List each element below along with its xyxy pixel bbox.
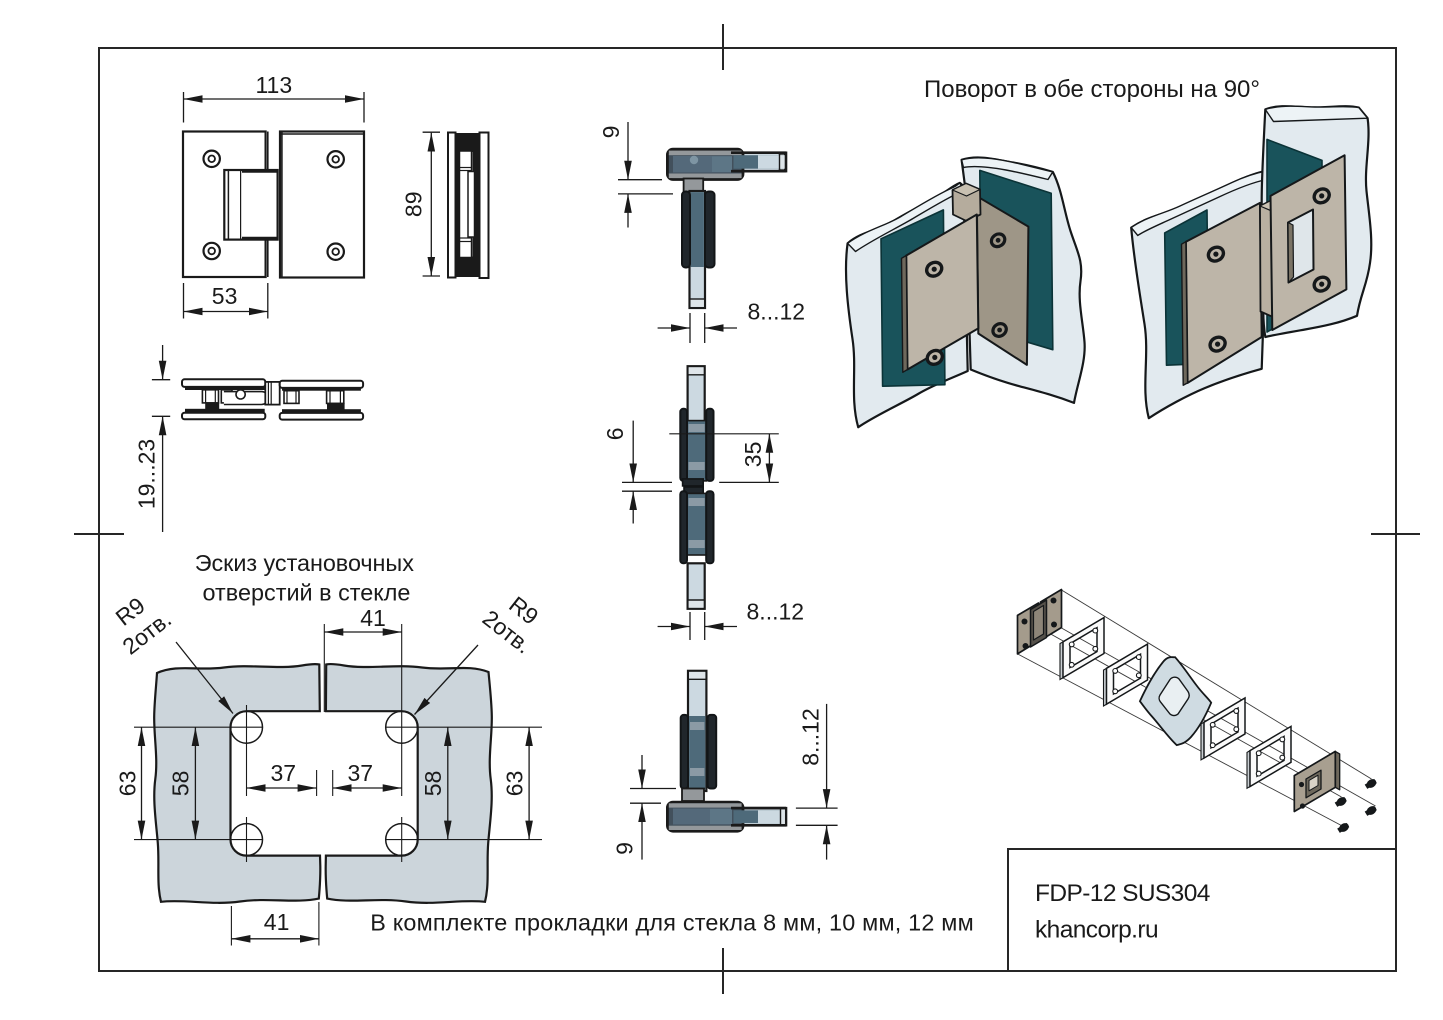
svg-text:8...12: 8...12 [798,708,824,766]
svg-text:8...12: 8...12 [748,299,806,325]
svg-text:В комплекте прокладки для стек: В комплекте прокладки для стекла 8 мм, 1… [370,910,974,936]
svg-text:113: 113 [255,72,292,98]
svg-text:53: 53 [212,283,238,309]
svg-text:6: 6 [602,427,628,440]
svg-text:Поворот в обе стороны на 90°: Поворот в обе стороны на 90° [924,76,1260,103]
svg-text:37: 37 [271,760,297,786]
svg-text:41: 41 [264,909,290,935]
svg-text:FDP-12 SUS304: FDP-12 SUS304 [1035,880,1210,907]
svg-text:9: 9 [598,126,624,139]
svg-text:41: 41 [360,605,386,631]
svg-text:63: 63 [115,771,141,797]
svg-text:8...12: 8...12 [747,599,805,625]
svg-text:отверстий в стекле: отверстий в стекле [203,580,411,606]
svg-text:37: 37 [348,760,374,786]
svg-text:89: 89 [401,192,427,218]
svg-text:58: 58 [168,771,194,797]
svg-text:63: 63 [502,771,528,797]
svg-text:35: 35 [740,442,766,468]
svg-text:58: 58 [420,771,446,797]
svg-text:9: 9 [611,842,637,855]
svg-text:khancorp.ru: khancorp.ru [1035,917,1159,944]
svg-text:Эскиз установочных: Эскиз установочных [195,550,414,576]
svg-text:19...23: 19...23 [134,439,160,509]
